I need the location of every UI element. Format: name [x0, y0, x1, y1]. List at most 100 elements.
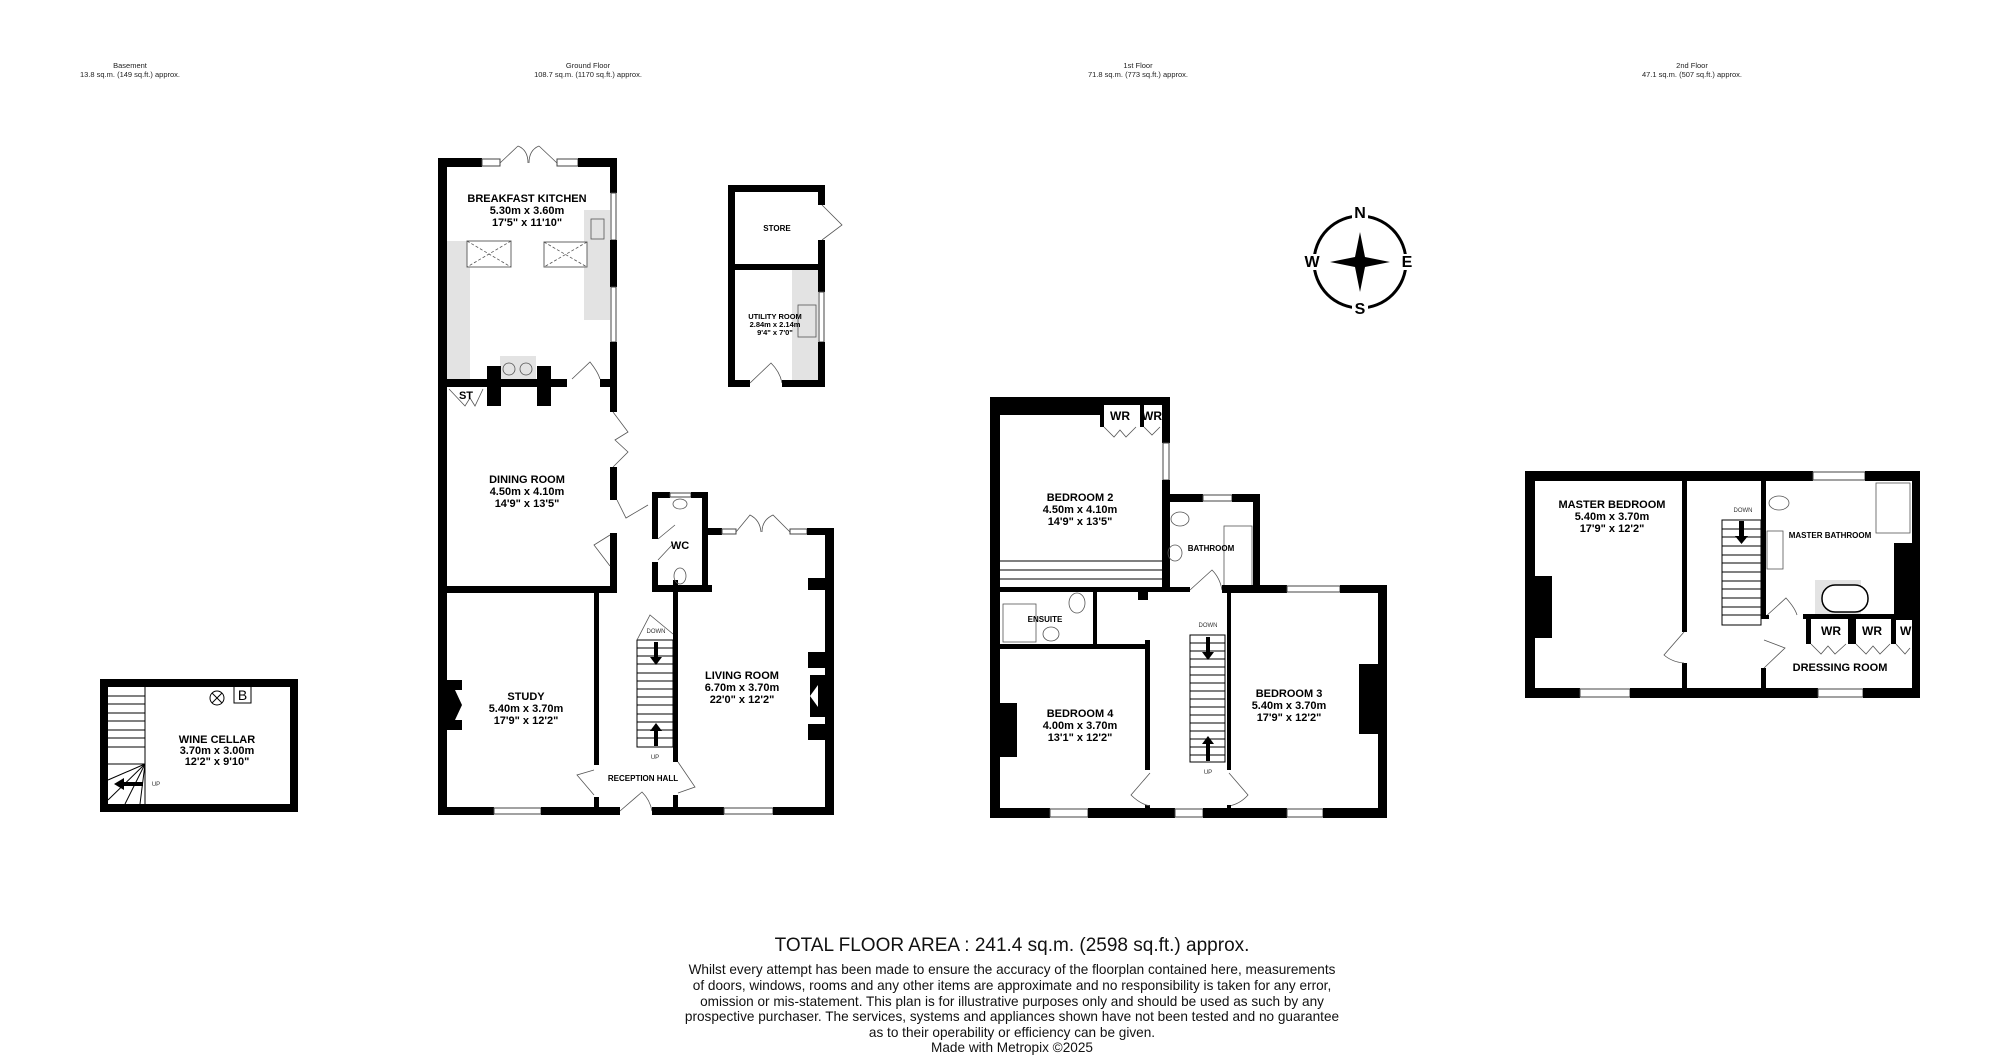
room-breakfast-kitchen: BREAKFAST KITCHEN 5.30m x 3.60m 17'5" x … — [467, 193, 586, 229]
svg-text:5.30m x 3.60m: 5.30m x 3.60m — [490, 205, 565, 217]
svg-text:STUDY: STUDY — [507, 691, 545, 703]
floor-name: Basement — [113, 61, 148, 70]
compass-east: E — [1402, 254, 1413, 271]
room-wc: WC — [671, 540, 689, 552]
disclaimer-line: prospective purchaser. The services, sys… — [685, 1009, 1339, 1024]
svg-text:9'4" x 7'0": 9'4" x 7'0" — [757, 328, 793, 337]
floor-area: 71.8 sq.m. (773 sq.ft.) approx. — [1088, 70, 1188, 79]
wardrobe-label: WR — [1142, 409, 1162, 423]
svg-text:4.50m x 4.10m: 4.50m x 4.10m — [1043, 504, 1118, 516]
down-arrow-icon — [650, 657, 662, 665]
second-floor-plan: DOWN MASTER BEDROOM 5.40m x 3.70m 17'9" … — [1525, 471, 1920, 698]
room-dressing: DRESSING ROOM — [1793, 662, 1888, 674]
down-arrow-icon — [1735, 536, 1748, 544]
disclaimer-line: omission or mis-statement. This plan is … — [700, 994, 1324, 1009]
skylight-icon — [543, 241, 588, 268]
floor-header-ground: Ground Floor 108.7 sq.m. (1170 sq.ft.) a… — [534, 61, 642, 79]
disclaimer-line: Whilst every attempt has been made to en… — [689, 962, 1336, 977]
shower-icon — [1002, 603, 1037, 643]
svg-text:BEDROOM 2: BEDROOM 2 — [1047, 492, 1114, 504]
compass-west: W — [1304, 254, 1320, 271]
svg-text:2.84m x 2.14m: 2.84m x 2.14m — [750, 320, 801, 329]
up-label: UP — [651, 755, 659, 761]
svg-text:22'0" x 12'2": 22'0" x 12'2" — [710, 694, 775, 706]
down-label: DOWN — [1734, 508, 1753, 514]
svg-text:4.50m x 4.10m: 4.50m x 4.10m — [490, 486, 565, 498]
first-floor-stairs — [1189, 634, 1226, 763]
second-floor-stairs — [1721, 519, 1762, 626]
svg-text:12'2" x 9'10": 12'2" x 9'10" — [185, 756, 250, 768]
down-label: DOWN — [647, 629, 666, 635]
svg-text:17'5" x 11'10": 17'5" x 11'10" — [492, 217, 562, 229]
total-floor-area: TOTAL FLOOR AREA : 241.4 sq.m. (2598 sq.… — [775, 935, 1250, 956]
hob-icon — [500, 356, 536, 379]
bath-icon — [1223, 525, 1253, 587]
svg-text:MASTER BEDROOM: MASTER BEDROOM — [1559, 499, 1666, 511]
floor-header-second: 2nd Floor 47.1 sq.m. (507 sq.ft.) approx… — [1642, 61, 1742, 79]
room-ensuite: ENSUITE — [1028, 615, 1063, 624]
room-utility: UTILITY ROOM 2.84m x 2.14m 9'4" x 7'0" — [748, 312, 802, 337]
disclaimer-line: of doors, windows, rooms and any other i… — [693, 978, 1331, 993]
first-floor-plan: DOWN UP WR WR BEDROOM 2 4.50m x 4.10m 14… — [990, 397, 1387, 818]
floor-header-basement: Basement 13.8 sq.m. (149 sq.ft.) approx. — [80, 61, 180, 79]
basin-icon — [1167, 544, 1183, 562]
sink-icon — [797, 304, 817, 338]
skylight-icon — [466, 240, 512, 268]
svg-text:5.40m x 3.70m: 5.40m x 3.70m — [489, 703, 564, 715]
room-bedroom-4: BEDROOM 4 4.00m x 3.70m 13'1" x 12'2" — [1043, 708, 1118, 744]
room-wine-cellar: WINE CELLAR 3.70m x 3.00m 12'2" x 9'10" — [179, 734, 255, 768]
svg-text:BREAKFAST KITCHEN: BREAKFAST KITCHEN — [467, 193, 586, 205]
up-label: UP — [1204, 770, 1212, 776]
floor-area: 47.1 sq.m. (507 sq.ft.) approx. — [1642, 70, 1742, 79]
basin-icon — [1042, 626, 1060, 642]
room-master-bedroom: MASTER BEDROOM 5.40m x 3.70m 17'9" x 12'… — [1559, 499, 1666, 535]
wardrobe-label: WR — [1110, 409, 1130, 423]
basement-stairs — [107, 687, 146, 805]
up-arrow-icon — [1202, 736, 1214, 744]
svg-text:4.00m x 3.70m: 4.00m x 3.70m — [1043, 720, 1118, 732]
up-arrow-icon — [114, 778, 124, 790]
room-master-bathroom: MASTER BATHROOM — [1789, 531, 1872, 540]
svg-text:6.70m x 3.70m: 6.70m x 3.70m — [705, 682, 780, 694]
floor-name: Ground Floor — [566, 61, 611, 70]
basin-icon — [1766, 530, 1784, 570]
boiler-label: B — [238, 687, 247, 703]
svg-text:17'9" x 12'2": 17'9" x 12'2" — [494, 715, 559, 727]
svg-text:BEDROOM 4: BEDROOM 4 — [1047, 708, 1115, 720]
svg-text:5.40m x 3.70m: 5.40m x 3.70m — [1252, 700, 1327, 712]
toilet-icon — [673, 567, 687, 585]
down-label: DOWN — [1199, 623, 1218, 629]
footer: TOTAL FLOOR AREA : 241.4 sq.m. (2598 sq.… — [685, 935, 1339, 1055]
floor-area: 108.7 sq.m. (1170 sq.ft.) approx. — [534, 70, 642, 79]
wardrobe-label: WR — [1821, 624, 1841, 638]
shower-icon — [1875, 482, 1911, 534]
wardrobe-label: WR — [1900, 624, 1920, 638]
down-arrow-icon — [1202, 652, 1214, 660]
svg-text:DINING ROOM: DINING ROOM — [489, 474, 565, 486]
svg-text:3.70m x 3.00m: 3.70m x 3.00m — [180, 745, 255, 757]
room-bathroom: BATHROOM — [1188, 544, 1235, 553]
toilet-icon — [1170, 511, 1190, 527]
sink-icon — [590, 218, 605, 240]
compass-north: N — [1354, 205, 1366, 222]
svg-text:UTILITY ROOM: UTILITY ROOM — [748, 312, 802, 321]
room-bedroom-2: BEDROOM 2 4.50m x 4.10m 14'9" x 13'5" — [1043, 492, 1118, 528]
wardrobe-label: WR — [1862, 624, 1882, 638]
compass-south: S — [1355, 301, 1366, 318]
compass-icon: N S W E — [1304, 205, 1414, 318]
floor-area: 13.8 sq.m. (149 sq.ft.) approx. — [80, 70, 180, 79]
svg-text:WINE CELLAR: WINE CELLAR — [179, 734, 255, 746]
ground-floor-plan: DOWN UP — [438, 145, 843, 815]
room-dining: DINING ROOM 4.50m x 4.10m 14'9" x 13'5" — [489, 474, 565, 510]
floor-name: 1st Floor — [1123, 61, 1153, 70]
svg-text:17'9" x 12'2": 17'9" x 12'2" — [1257, 712, 1322, 724]
room-study: STUDY 5.40m x 3.70m 17'9" x 12'2" — [489, 691, 564, 727]
svg-text:13'1" x 12'2": 13'1" x 12'2" — [1048, 732, 1113, 744]
svg-text:17'9" x 12'2": 17'9" x 12'2" — [1580, 523, 1645, 535]
disclaimer-line: as to their operability or efficiency ca… — [869, 1025, 1155, 1040]
room-reception-hall: RECEPTION HALL — [608, 774, 678, 783]
room-store: STORE — [763, 224, 791, 233]
ground-stairs — [636, 614, 674, 748]
svg-text:LIVING ROOM: LIVING ROOM — [705, 670, 779, 682]
